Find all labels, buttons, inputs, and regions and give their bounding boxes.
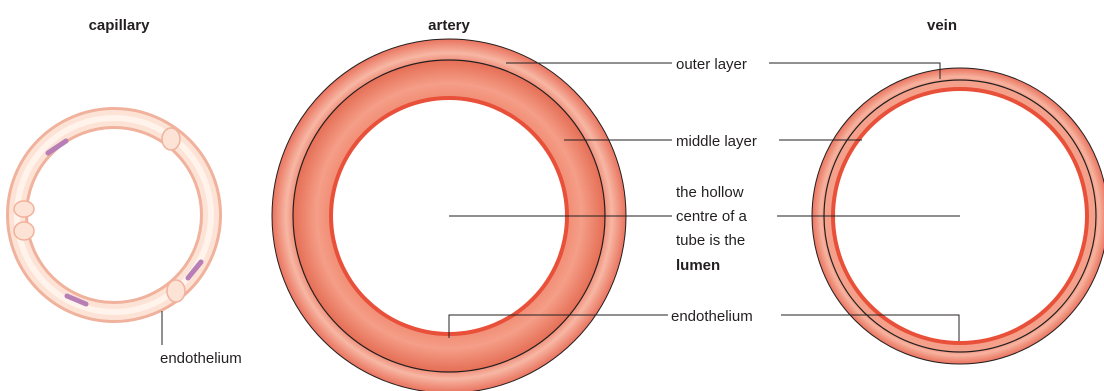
artery-vessel (272, 39, 626, 391)
endothelium-label: endothelium (671, 308, 753, 325)
outer-layer-label: outer layer (676, 56, 747, 73)
capillary-title: capillary (89, 17, 151, 34)
lumen-label-bold: lumen (676, 257, 720, 274)
capillary-endothelium-label: endothelium (160, 350, 242, 367)
lumen-label-line1: the hollow (676, 184, 744, 201)
lumen-label-line2: centre of a (676, 208, 748, 225)
lumen-label-line3: tube is the (676, 232, 745, 249)
middle-layer-label: middle layer (676, 133, 757, 150)
artery-title: artery (428, 17, 470, 34)
capillary-vessel (14, 118, 211, 312)
vein-title: vein (927, 17, 957, 34)
